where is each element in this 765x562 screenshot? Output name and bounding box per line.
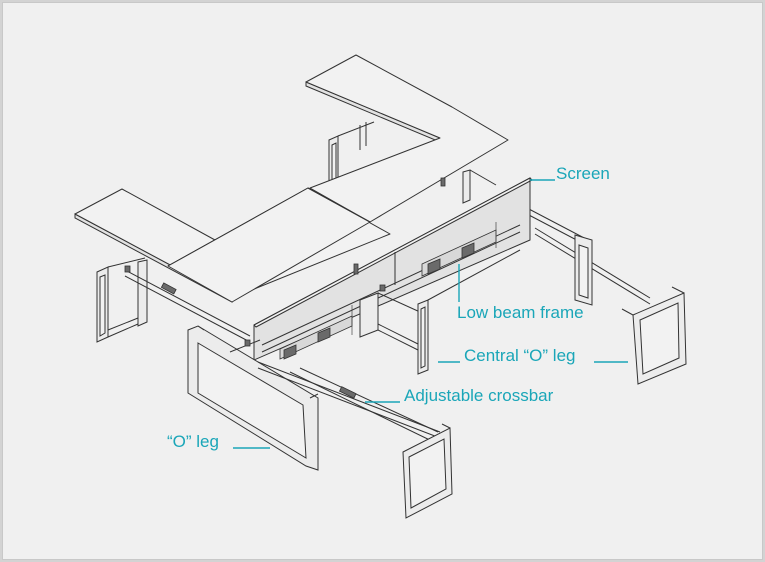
label-low-beam-frame: Low beam frame [457,303,584,322]
center-desktop [167,187,371,303]
left-crossbar [124,269,251,343]
leader-lines [233,179,628,449]
rear-desktop [305,54,509,223]
front-o-leg [187,325,319,471]
left-back-o-leg [96,257,148,343]
label-central-o-leg: Central “O” leg [464,346,576,365]
screen-panel [253,177,533,361]
low-beam-frame [261,222,521,360]
adjustable-crossbar [229,339,441,446]
label-o-leg: “O” leg [167,432,219,451]
brackets [124,177,446,347]
front-right-o-leg [402,423,453,519]
label-screen: Screen [556,164,610,183]
label-adjustable-crossbar: Adjustable crossbar [404,386,554,405]
right-back-legs [462,169,651,306]
right-end-o-leg [621,286,687,385]
central-o-leg [359,249,521,375]
